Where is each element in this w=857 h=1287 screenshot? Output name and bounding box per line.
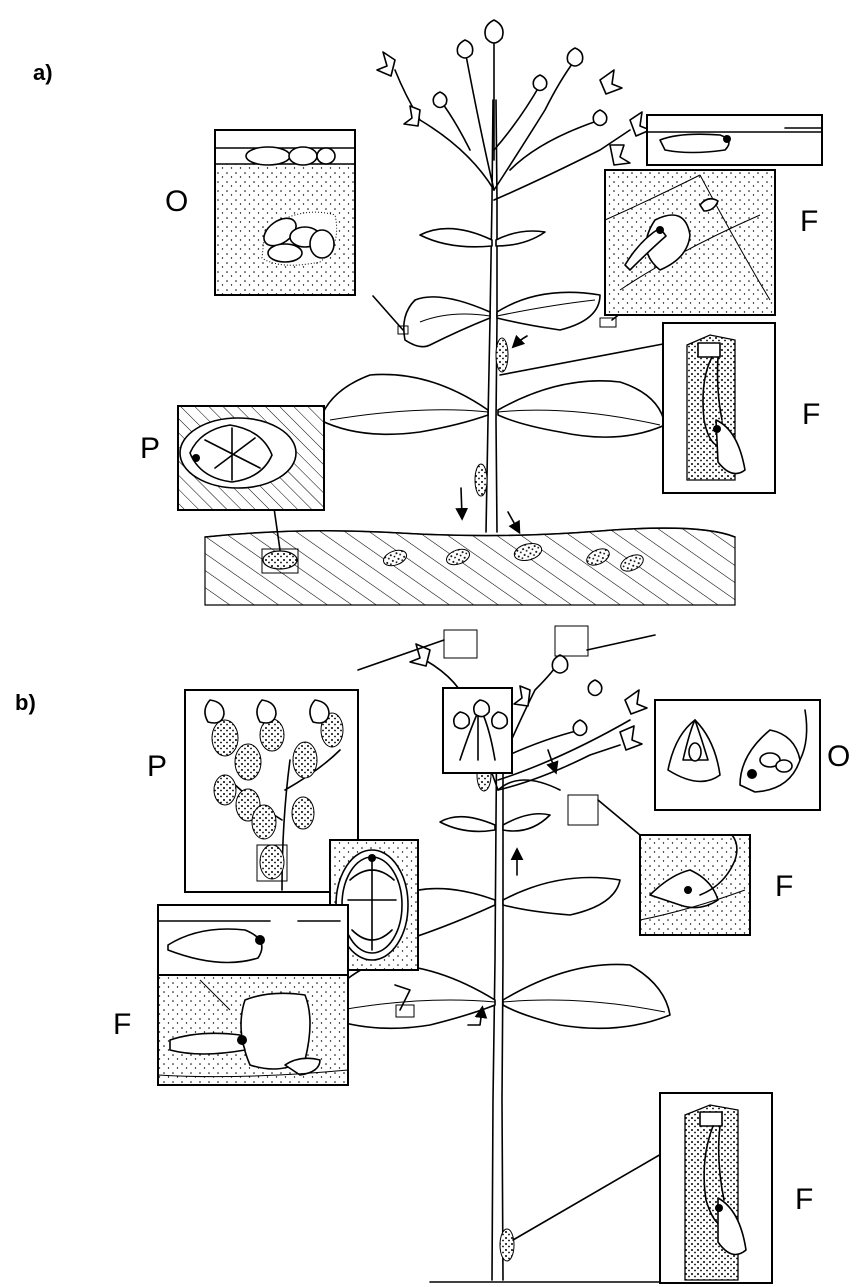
panel-b-drawing xyxy=(158,626,820,1283)
stage-label-feeding-stem-a: F xyxy=(802,398,820,432)
stage-label-feeding-leaf-b: F xyxy=(113,1008,131,1042)
stage-label-feeding-leaf-a: F xyxy=(800,205,818,239)
stage-label-pupa-a: P xyxy=(140,432,160,466)
inset-bud-b xyxy=(443,688,512,773)
inset-eggs-in-flower-b xyxy=(655,700,820,810)
stage-label-egg-b: O xyxy=(827,740,850,774)
inset-stem-bore-a xyxy=(663,323,775,493)
panel-label-a: a) xyxy=(33,60,53,86)
inset-stem-bore-b xyxy=(660,1093,772,1283)
stage-label-feeding-stem-b: F xyxy=(795,1183,813,1217)
inset-eggs-a xyxy=(215,130,355,295)
soil-panel-a xyxy=(205,528,735,605)
inset-bud-feeding-b xyxy=(640,835,750,935)
stage-label-pupa-b: P xyxy=(147,750,167,784)
inset-leaf-mine-a xyxy=(605,115,822,315)
inset-leaf-mine-b xyxy=(158,905,348,1085)
stage-label-feeding-bud-b: F xyxy=(775,870,793,904)
panel-label-b: b) xyxy=(15,690,36,716)
panel-a-drawing xyxy=(178,20,822,605)
stage-label-egg-a: O xyxy=(165,185,188,219)
inset-pupa-a xyxy=(178,406,324,510)
